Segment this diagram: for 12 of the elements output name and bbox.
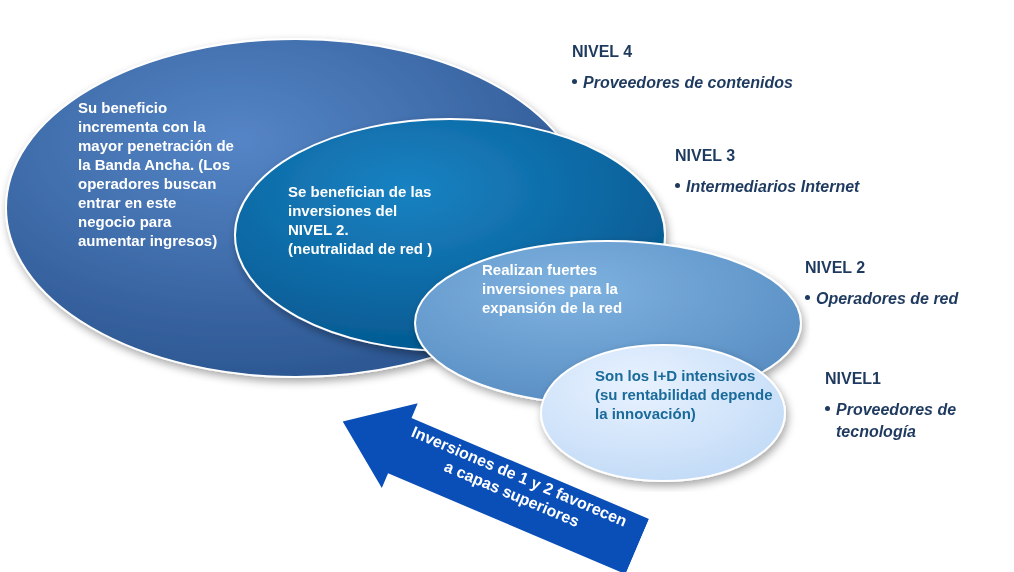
ellipse-text: Su beneficio incrementa con la mayor penetración de la Banda Ancha. (Los operadores buscan entrar en este negocio para aumentar ingresos) [78, 98, 234, 250]
level-title: NIVEL1 [825, 369, 882, 389]
ellipse-text: Son los I+D intensivos (su rentabilidad depende la innovación) [595, 366, 773, 423]
level-title: NIVEL 4 [572, 42, 634, 62]
level-description: Proveedores de tecnología [836, 400, 958, 442]
level-title: NIVEL 2 [805, 258, 867, 278]
level-description: Proveedores de contenidos [583, 73, 793, 93]
ellipse-text: Realizan fuertes inversiones para la expansión de la red [482, 260, 624, 317]
ellipse-text: Se benefician de las inversiones del NIVEL 2. (neutralidad de red ) [288, 182, 434, 258]
level-description: Intermediarios Internet [686, 177, 860, 197]
level-description: Operadores de red [816, 289, 959, 309]
level-title: NIVEL 3 [675, 146, 737, 166]
